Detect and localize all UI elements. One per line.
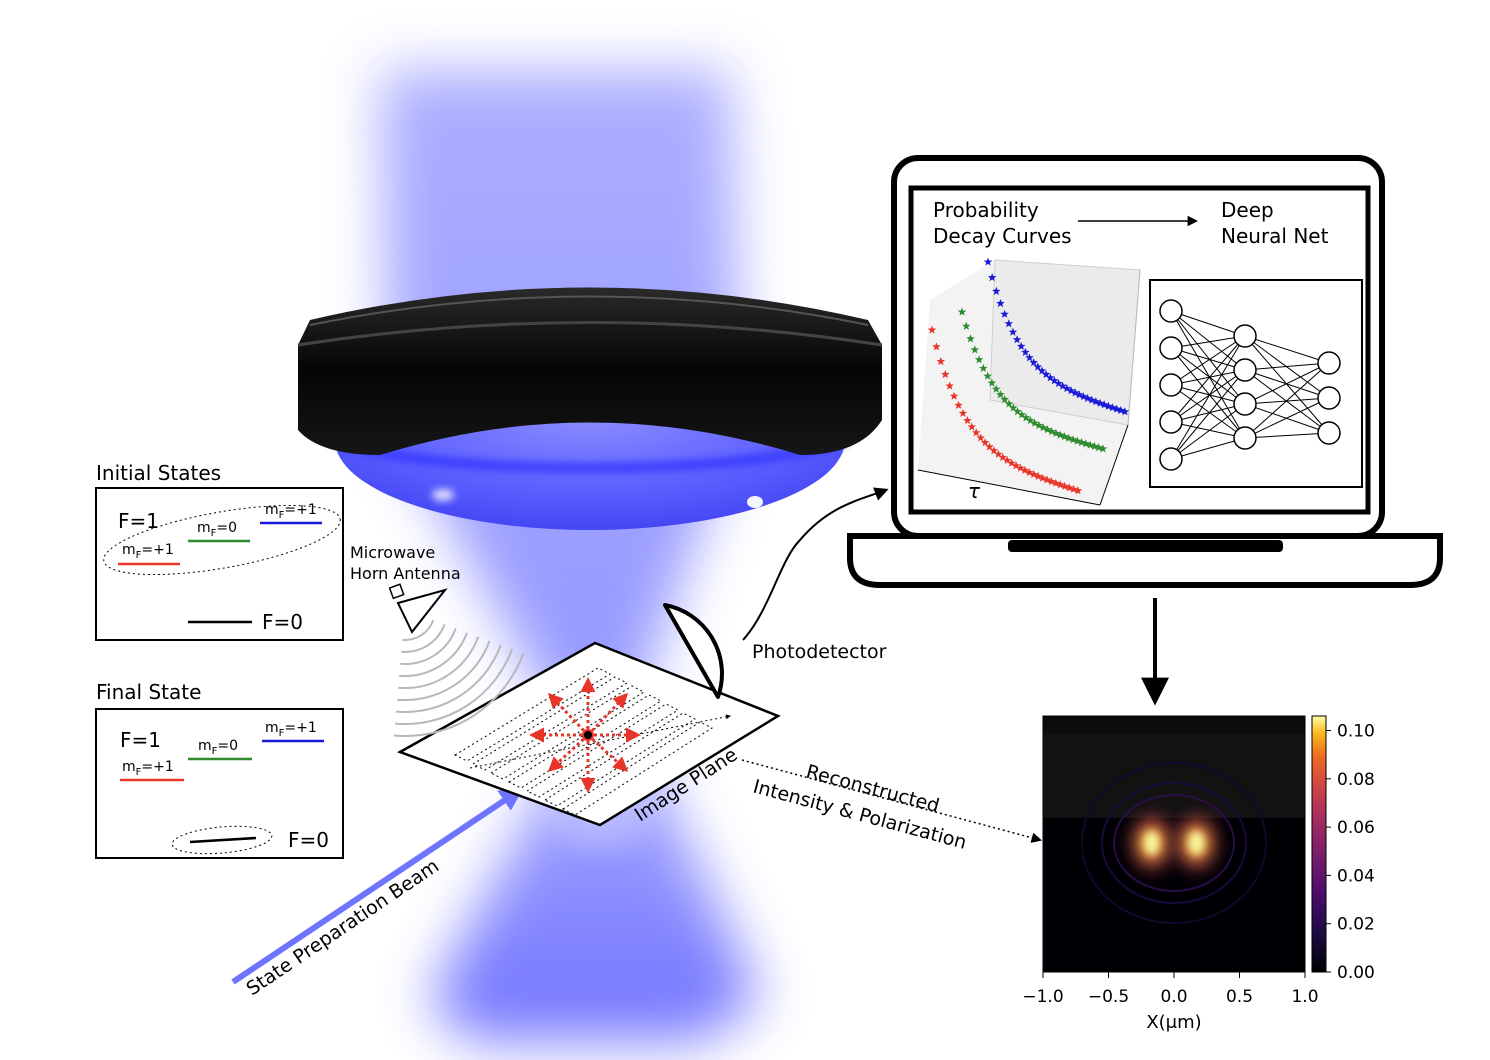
final-state-panel bbox=[95, 708, 344, 859]
x-tick-label-4: 1.0 bbox=[1291, 987, 1318, 1007]
initial-mf-plus1-blue-label: mF=+1 bbox=[265, 502, 317, 521]
initial-mf-plus1-red-label: mF=+1 bbox=[122, 542, 174, 561]
tau-label: τ bbox=[968, 479, 981, 503]
polarization-arrows bbox=[529, 677, 641, 793]
nn-node-1-3 bbox=[1233, 426, 1257, 450]
x-tick-label-0: −1.0 bbox=[1022, 987, 1063, 1007]
colorbar-tick-label-1: 0.02 bbox=[1337, 915, 1375, 935]
focused-laser-beam bbox=[380, 70, 760, 1040]
final-mf-zero-label: mF=0 bbox=[198, 738, 239, 757]
nn-node-2-1 bbox=[1317, 386, 1341, 410]
x-axis-label: X(μm) bbox=[1146, 1012, 1201, 1033]
colorbar-tick-label-3: 0.06 bbox=[1337, 818, 1375, 838]
microwave-waves bbox=[393, 619, 525, 737]
polarization-arrow-5 bbox=[547, 733, 590, 773]
final-state-title: Final State bbox=[96, 680, 201, 704]
nn-node-0-1 bbox=[1159, 336, 1183, 360]
decay-curves-plot bbox=[917, 257, 1141, 506]
heatmap-chart: −1.0 −0.5 0.0 0.5 1.0 0.00 0.02 0.04 0.06 0.08 0.… bbox=[1022, 715, 1375, 1033]
state-preparation-beam-label: State Preparation Beam bbox=[242, 855, 443, 1000]
laptop-left-heading-line1: Probability bbox=[933, 198, 1039, 222]
microwave-horn-antenna bbox=[388, 583, 448, 634]
colorbar-tick-label-5: 0.10 bbox=[1337, 721, 1375, 741]
polarization-arrow-3 bbox=[586, 733, 629, 773]
x-tick-label-1: −0.5 bbox=[1088, 987, 1129, 1007]
laptop-right-heading-line1: Deep bbox=[1221, 198, 1274, 222]
nn-node-2-2 bbox=[1317, 421, 1341, 445]
nn-node-0-3 bbox=[1159, 410, 1183, 434]
nn-node-1-2 bbox=[1233, 392, 1257, 416]
x-tick-label-2: 0.0 bbox=[1160, 987, 1187, 1007]
reconstruction-arrow bbox=[741, 759, 1043, 843]
initial-states-title: Initial States bbox=[96, 461, 221, 485]
antenna-label-line2: Horn Antenna bbox=[350, 564, 461, 583]
nn-node-1-1 bbox=[1233, 358, 1257, 382]
initial-states-panel bbox=[95, 487, 344, 641]
antenna-label-line1: Microwave bbox=[350, 543, 435, 562]
colorbar-tick-label-2: 0.04 bbox=[1337, 866, 1375, 886]
state-preparation-beam-arrow bbox=[231, 787, 524, 985]
colorbar bbox=[1311, 715, 1327, 973]
nn-node-0-2 bbox=[1159, 373, 1183, 397]
nn-node-2-0 bbox=[1317, 351, 1341, 375]
initial-mf-zero-label: mF=0 bbox=[197, 520, 238, 539]
atom-spot bbox=[582, 729, 594, 741]
laptop-right-heading-line2: Neural Net bbox=[1221, 224, 1329, 248]
initial-f0-label: F=0 bbox=[262, 610, 303, 634]
final-mf-plus1-blue-label: mF=+1 bbox=[265, 720, 317, 739]
neural-network bbox=[1149, 279, 1363, 488]
nn-node-1-0 bbox=[1233, 324, 1257, 348]
x-tick-label-3: 0.5 bbox=[1226, 987, 1253, 1007]
objective-lens bbox=[297, 287, 883, 530]
colorbar-tick-label-4: 0.08 bbox=[1337, 770, 1375, 790]
photodetector-label: Photodetector bbox=[752, 641, 887, 663]
nn-node-0-4 bbox=[1159, 447, 1183, 471]
colorbar-tick-label-0: 0.00 bbox=[1337, 963, 1375, 983]
final-mf-plus1-red-label: mF=+1 bbox=[122, 759, 174, 778]
final-f0-label: F=0 bbox=[288, 828, 329, 852]
image-plane bbox=[397, 641, 781, 827]
initial-f1-label: F=1 bbox=[118, 509, 159, 533]
photodetector bbox=[663, 487, 889, 699]
nn-node-0-0 bbox=[1159, 299, 1183, 323]
laptop-left-heading-line2: Decay Curves bbox=[933, 224, 1072, 248]
final-f1-label: F=1 bbox=[120, 728, 161, 752]
